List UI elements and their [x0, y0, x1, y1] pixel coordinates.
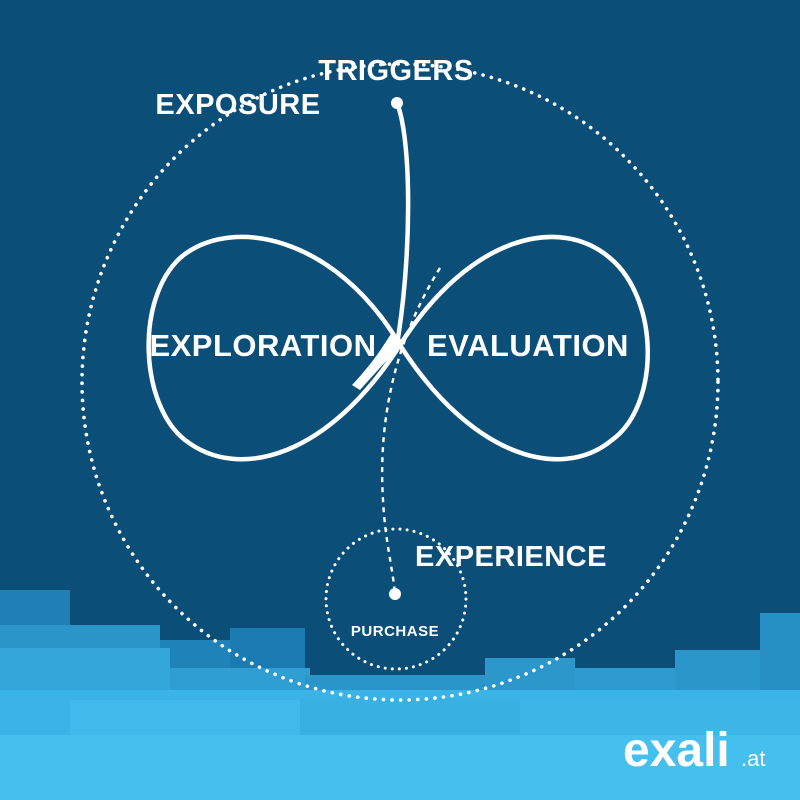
purchase-dotted-circle [324, 527, 468, 671]
exali-logo: exali .at [623, 724, 765, 777]
label-evaluation: EVALUATION [427, 328, 629, 363]
trigger-connector [391, 97, 411, 353]
label-triggers: TRIGGERS [318, 55, 473, 87]
label-purchase: PURCHASE [351, 623, 439, 640]
label-experience: EXPERIENCE [415, 541, 607, 573]
label-exploration: EXPLORATION [149, 328, 376, 363]
outer-dotted-circle [80, 62, 720, 702]
logo-text: exali [623, 724, 730, 777]
trigger-dot [391, 97, 403, 109]
purchase-connector [380, 267, 442, 600]
logo-suffix: .at [741, 746, 765, 771]
pixel-footer-band [0, 590, 800, 800]
label-exposure: EXPOSURE [155, 89, 320, 121]
purchase-dot [389, 588, 401, 600]
loop-crossing-accent [352, 332, 404, 390]
